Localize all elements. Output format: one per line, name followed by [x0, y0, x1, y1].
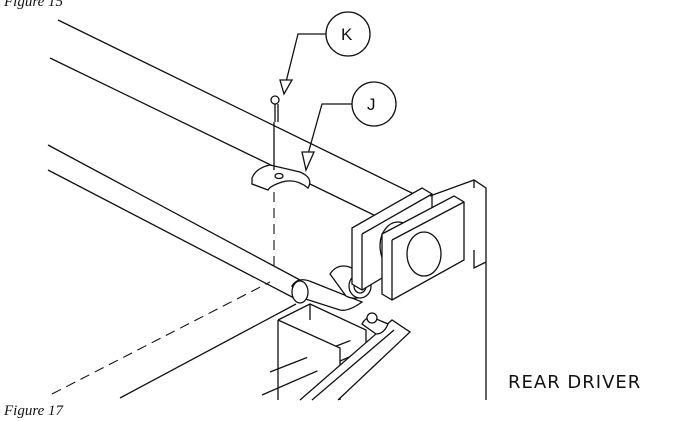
rear-driver-label: REAR DRIVER	[508, 372, 641, 393]
figure-caption-bottom: Figure 17	[4, 403, 64, 419]
clamp-hole	[274, 172, 284, 180]
callout-k-arrow	[279, 79, 294, 96]
back-plate-edge	[361, 193, 433, 290]
rear-driver-panel	[429, 179, 487, 400]
upper-tube-edge-bottom	[49, 57, 381, 219]
callout-k-leader	[285, 33, 326, 83]
lower-tube-edge-top	[47, 144, 301, 281]
upper-tube-edge-top	[57, 19, 419, 197]
callout-j-arrow	[301, 151, 316, 173]
small-bolt-head	[366, 312, 378, 324]
callout-k-label: K	[341, 25, 353, 44]
figure-caption-top: Figure 15	[4, 0, 64, 10]
saddle-clamp	[251, 164, 311, 191]
lower-tube-edge-bottom	[47, 169, 295, 299]
callout-j-leader	[307, 103, 352, 155]
base-bar-edge-1	[119, 303, 297, 399]
collar-end	[291, 280, 309, 304]
screw-head	[270, 95, 280, 105]
angled-rail-inner	[311, 329, 395, 401]
front-plate-hole	[406, 231, 442, 277]
front-plate-edge	[391, 201, 465, 300]
lower-block	[277, 303, 367, 400]
callout-j-label: J	[367, 95, 376, 114]
hidden-line	[51, 281, 271, 395]
